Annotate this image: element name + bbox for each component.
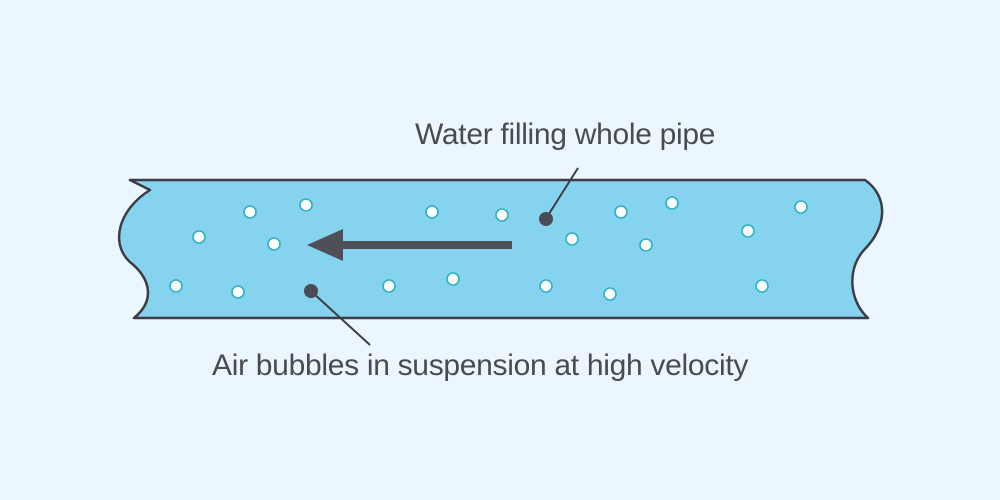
air-bubble: [382, 279, 396, 293]
air-bubble: [794, 200, 808, 214]
air-bubble: [603, 287, 617, 301]
air-bubble: [539, 279, 553, 293]
air-bubble: [169, 279, 183, 293]
air-callout: [304, 284, 371, 346]
air-bubble: [231, 285, 245, 299]
air-bubble: [741, 224, 755, 238]
air-bubble: [665, 196, 679, 210]
air-bubble: [425, 205, 439, 219]
flow-arrow: [307, 229, 512, 261]
water-label: Water filling whole pipe: [415, 118, 716, 151]
air-bubble: [614, 205, 628, 219]
air-bubble: [495, 208, 509, 222]
air-bubble: [639, 238, 653, 252]
air-bubble: [192, 230, 206, 244]
water-callout-dot: [539, 212, 553, 226]
air-bubble: [755, 279, 769, 293]
air-callout-dot: [304, 284, 318, 298]
air-bubbles-label: Air bubbles in suspension at high veloci…: [212, 349, 749, 382]
air-bubble: [243, 205, 257, 219]
air-bubble: [299, 198, 313, 212]
air-bubble: [565, 232, 579, 246]
air-callout-leader: [311, 291, 371, 346]
air-bubble: [446, 272, 460, 286]
water-callout-leader: [546, 167, 579, 218]
air-bubble: [267, 237, 281, 251]
flow-arrow-head: [307, 229, 343, 261]
water-callout: [539, 167, 579, 226]
air-bubbles: [169, 196, 808, 301]
